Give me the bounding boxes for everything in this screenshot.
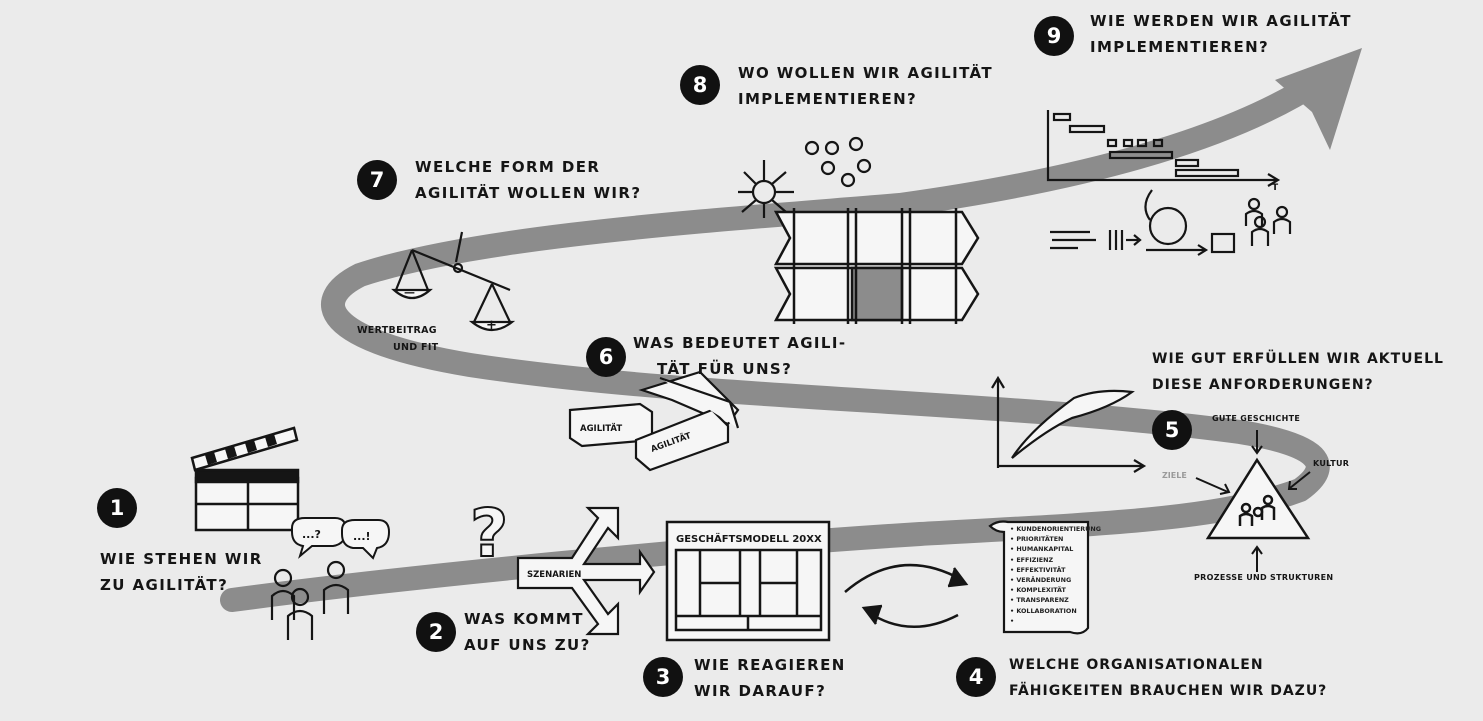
agility-blocks-icon	[568, 370, 740, 472]
step-6-line-1: WAS BEDEUTET AGILI-	[633, 334, 847, 352]
list-item: KUNDENORIENTIERUNG	[1010, 524, 1101, 534]
road-path	[220, 68, 1332, 612]
wertbeitrag-label-line-2: UND FIT	[393, 342, 439, 353]
step-7-line-1: WELCHE FORM DER	[415, 158, 601, 176]
agility-block-label-1: AGILITÄT	[580, 423, 622, 434]
step-6-question: WAS BEDEUTET AGILI- TÄT FÜR UNS?	[633, 330, 846, 382]
step-6-badge: 6	[586, 337, 626, 377]
step-1-badge: 1	[97, 488, 137, 528]
business-model-canvas-icon	[665, 520, 831, 642]
step-4-line-1: WELCHE ORGANISATIONALEN	[1009, 657, 1264, 673]
step-4-line-2: FÄHIGKEITEN BRAUCHEN WIR DAZU?	[1009, 683, 1328, 699]
step-8-line-2: IMPLEMENTIEREN?	[738, 90, 918, 108]
triangle-label-bottom: PROZESSE UND STRUKTUREN	[1194, 573, 1334, 582]
scale-minus-label: —	[404, 286, 415, 299]
people-group-icon	[270, 560, 350, 640]
step-1-line-1: WIE STEHEN WIR	[100, 550, 263, 568]
speech-bubble-text-2: ...!	[353, 530, 371, 543]
step-3-line-2: WIR DARAUF?	[694, 682, 827, 700]
business-model-title: GESCHÄFTSMODELL 20XX	[676, 531, 822, 545]
step-2-question: WAS KOMMT AUF UNS ZU?	[464, 606, 591, 658]
step-9-line-2: IMPLEMENTIEREN?	[1090, 38, 1270, 56]
list-item	[1010, 616, 1101, 626]
step-6-line-2: TÄT FÜR UNS?	[657, 360, 793, 378]
speech-bubble-text-1: ...?	[302, 528, 321, 541]
triangle-label-top: GUTE GESCHICHTE	[1212, 414, 1301, 423]
step-2-line-1: WAS KOMMT	[464, 610, 584, 628]
step-8-line-1: WO WOLLEN WIR AGILITÄT	[738, 64, 994, 82]
step-1-line-2: ZU AGILITÄT?	[100, 576, 229, 594]
wertbeitrag-label-line-1: WERTBEITRAG	[357, 325, 437, 336]
step-4-question: WELCHE ORGANISATIONALEN FÄHIGKEITEN BRAU…	[1009, 652, 1327, 704]
network-nodes-icon	[738, 136, 872, 218]
triangle-label-zielle: ZIELE	[1162, 471, 1187, 480]
gantt-axis-label: T	[1272, 183, 1279, 193]
clapperboard-icon	[190, 426, 300, 532]
culture-triangle-icon	[1205, 457, 1311, 540]
step-2-badge: 2	[416, 612, 456, 652]
step-9-badge: 9	[1034, 16, 1074, 56]
step-1-question: WIE STEHEN WIR ZU AGILITÄT?	[100, 546, 263, 598]
speech-bubble-icons	[291, 517, 391, 560]
step-5-line-2: DIESE ANFORDERUNGEN?	[1152, 377, 1374, 393]
step-5-badge: 5	[1152, 410, 1192, 450]
gantt-chart-icon	[1046, 110, 1281, 187]
balance-scale-icon	[391, 231, 516, 332]
cycle-arrows-icon	[844, 563, 969, 628]
step-3-line-1: WIE REAGIEREN	[694, 656, 846, 674]
list-item: EFFEKTIVITÄT	[1010, 565, 1101, 575]
list-item: TRANSPARENZ	[1010, 595, 1101, 605]
triangle-input-arrows	[1195, 430, 1311, 572]
road-arrowhead	[1275, 48, 1362, 150]
step-8-question: WO WOLLEN WIR AGILITÄT IMPLEMENTIEREN?	[738, 60, 993, 112]
step-9-line-1: WIE WERDEN WIR AGILITÄT	[1090, 12, 1352, 30]
step-3-question: WIE REAGIEREN WIR DARAUF?	[694, 652, 846, 704]
list-item: EFFIZIENZ	[1010, 555, 1101, 565]
step-8-badge: 8	[680, 65, 720, 105]
list-item: HUMANKAPITAL	[1010, 544, 1101, 554]
szenarien-label: SZENARIEN	[527, 570, 581, 580]
list-item: KOLLABORATION	[1010, 606, 1101, 616]
capabilities-list: KUNDENORIENTIERUNG PRIORITÄTEN HUMANKAPI…	[1010, 524, 1101, 626]
step-2-line-2: AUF UNS ZU?	[464, 636, 591, 654]
growth-chart-icon	[991, 375, 1147, 473]
organization-matrix-icon	[773, 208, 980, 324]
step-5-line-1: WIE GUT ERFÜLLEN WIR AKTUELL	[1152, 351, 1444, 367]
step-4-badge: 4	[956, 657, 996, 697]
step-9-question: WIE WERDEN WIR AGILITÄT IMPLEMENTIEREN?	[1090, 8, 1352, 60]
list-item: KOMPLEXITÄT	[1010, 585, 1101, 595]
step-5-question: WIE GUT ERFÜLLEN WIR AKTUELL DIESE ANFOR…	[1152, 346, 1444, 398]
agile-cycle-icon	[1050, 189, 1292, 256]
step-7-line-2: AGILITÄT WOLLEN WIR?	[415, 184, 642, 202]
scale-plus-label: +	[486, 318, 497, 333]
szenarien-arrows-icon	[516, 506, 656, 636]
list-item: PRIORITÄTEN	[1010, 534, 1101, 544]
step-7-badge: 7	[357, 160, 397, 200]
question-mark-icon: ?	[470, 495, 508, 572]
triangle-label-right: KULTUR	[1313, 459, 1350, 468]
step-3-badge: 3	[643, 657, 683, 697]
step-7-question: WELCHE FORM DER AGILITÄT WOLLEN WIR?	[415, 154, 641, 206]
list-item: VERÄNDERUNG	[1010, 575, 1101, 585]
